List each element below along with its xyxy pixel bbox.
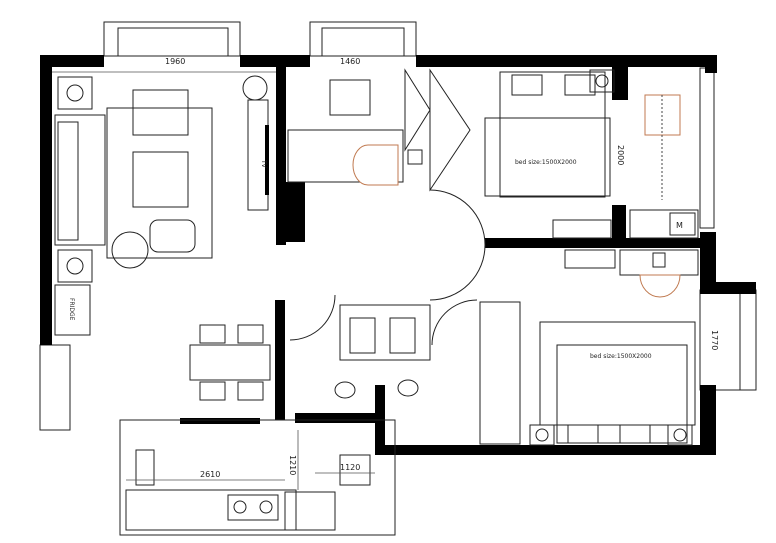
bathroom-top: 1460 (287, 57, 486, 301)
windows (39, 21, 757, 431)
dining-table (189, 344, 271, 381)
bedroom-2: bed size:1500X2000 (479, 301, 696, 446)
round-chair (111, 231, 149, 269)
dim-bedroom-1: 2000 (616, 145, 625, 165)
bedroom-1: bed size:1500X2000 2000 (484, 69, 625, 239)
sofa (54, 114, 106, 246)
fridge-label: FRIDGE (68, 298, 75, 321)
dim-bath-width: 1120 (340, 463, 360, 472)
kitchen: 2610 1210 1120 (119, 419, 396, 536)
dim-living-window: 1960 (165, 57, 185, 66)
walls (40, 55, 756, 455)
dim-balcony: 1770 (710, 330, 719, 350)
rug (106, 107, 213, 259)
side-table (57, 76, 93, 110)
bed-1-label: bed size:1500X2000 (515, 159, 577, 166)
plant (242, 75, 268, 101)
wardrobe (479, 301, 521, 445)
dim-top-window: 1460 (340, 57, 360, 66)
armchair (132, 89, 189, 136)
dim-kitchen-depth: 1210 (288, 455, 297, 475)
tv-label: TV (260, 159, 267, 169)
dining-area (189, 324, 271, 401)
bathroom-middle (289, 294, 478, 399)
dim-kitchen-width: 2610 (200, 470, 220, 479)
living-room: TV 1960 FRIDGE (52, 57, 276, 336)
bed-1 (499, 71, 606, 198)
counter (125, 489, 297, 531)
bed-2-label: bed size:1500X2000 (590, 353, 652, 360)
bathroom-right: M 1770 (564, 94, 719, 350)
coffee-table (132, 151, 189, 208)
stove (227, 494, 279, 521)
wardrobe-mark: M (676, 221, 683, 230)
fridge (54, 284, 91, 336)
